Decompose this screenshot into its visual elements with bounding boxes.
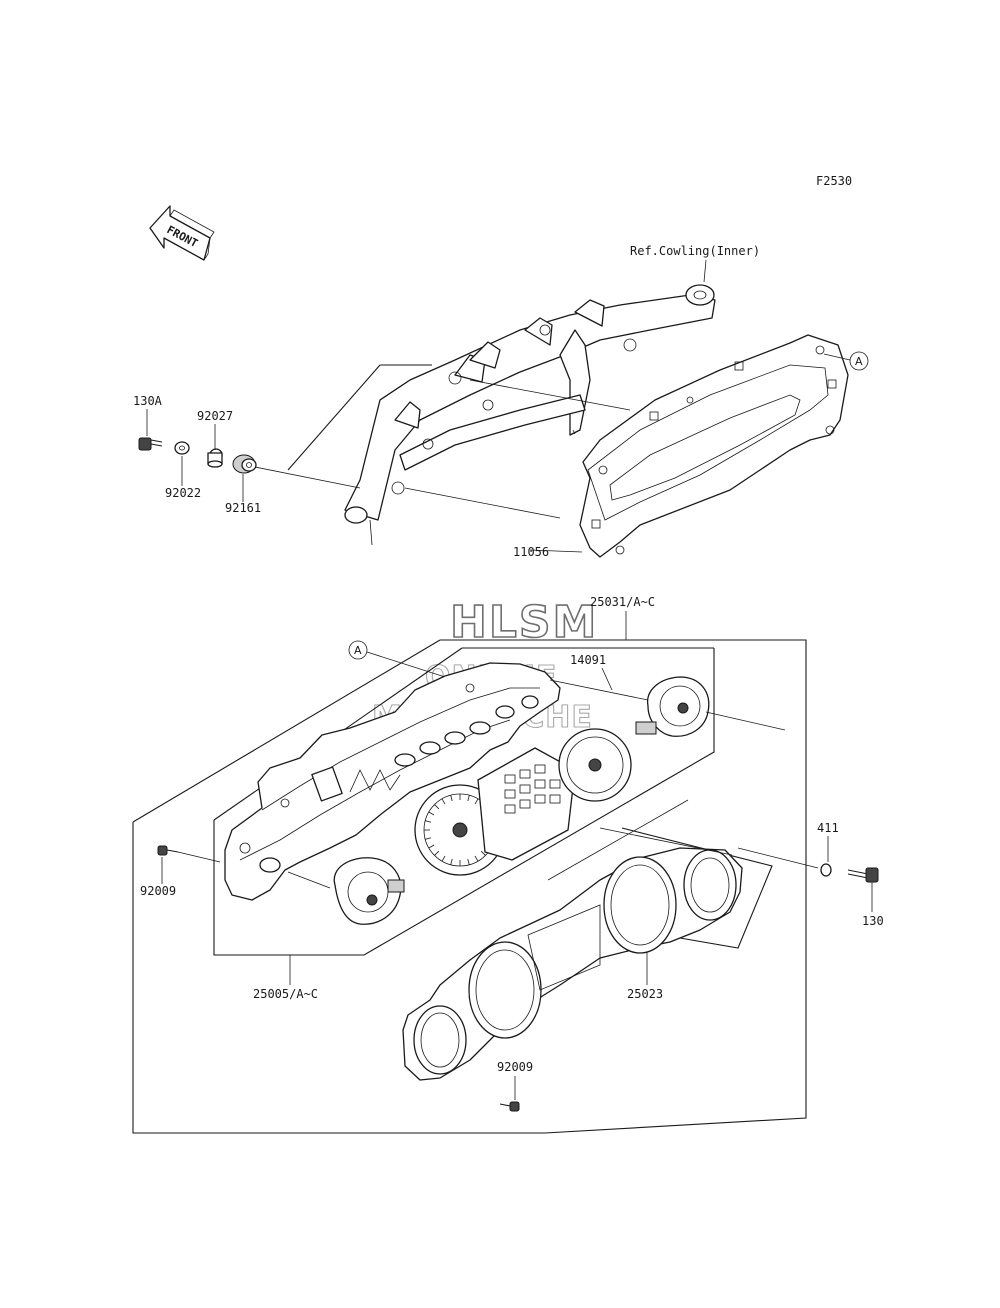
meter-bracket-panel bbox=[579, 334, 849, 558]
cowling-bracket-frame bbox=[344, 284, 716, 546]
collar-92027-icon bbox=[207, 448, 223, 468]
part-92161-label: 92161 bbox=[225, 501, 261, 515]
dial-tick bbox=[425, 837, 432, 840]
small-gauge-lower bbox=[333, 857, 405, 925]
dial-tick bbox=[474, 798, 479, 805]
front-arrow-icon: FRONT bbox=[149, 205, 215, 261]
dial-tick bbox=[441, 798, 446, 805]
part-92027-label: 92027 bbox=[197, 409, 233, 423]
meter-case bbox=[224, 662, 561, 901]
screw-92009-left-icon bbox=[157, 845, 179, 856]
gauge-14091 bbox=[635, 676, 710, 737]
dial-tick bbox=[428, 844, 435, 849]
screw-92009-bottom-icon bbox=[499, 1101, 520, 1112]
dial-tick bbox=[441, 855, 446, 862]
part-92009-bottom-label: 92009 bbox=[497, 1060, 533, 1074]
part-25023-label: 25023 bbox=[627, 987, 663, 1001]
part-11056-label: 11056 bbox=[513, 545, 549, 559]
dial-tick bbox=[480, 850, 486, 856]
part-92009-left-label: 92009 bbox=[140, 884, 176, 898]
lcd-grid bbox=[504, 764, 561, 814]
washer-92022-icon bbox=[174, 441, 190, 455]
dial-tick bbox=[434, 850, 440, 856]
part-130a-label: 130A bbox=[133, 394, 163, 408]
dial-tick bbox=[467, 858, 470, 865]
bolt-130a-icon bbox=[138, 437, 163, 451]
part-411-label: 411 bbox=[817, 821, 839, 835]
part-130-label: 130 bbox=[862, 914, 884, 928]
figure-code: F2530 bbox=[816, 174, 852, 188]
bolt-130-icon bbox=[847, 867, 879, 883]
part-92022-label: 92022 bbox=[165, 486, 201, 500]
callout-a-lower-label: A bbox=[354, 644, 362, 657]
dial-tick bbox=[428, 811, 435, 816]
dial-tick bbox=[474, 855, 479, 862]
dial-tick bbox=[450, 858, 453, 865]
meter-faces bbox=[414, 728, 632, 876]
washer-411-icon bbox=[820, 863, 832, 877]
callout-a-upper-label: A bbox=[855, 355, 863, 368]
grommet-92161-icon bbox=[232, 454, 257, 474]
dial-tick bbox=[467, 795, 470, 802]
dial-tick bbox=[425, 820, 432, 823]
part-14091-label: 14091 bbox=[570, 653, 606, 667]
meter-cover-25023 bbox=[402, 847, 743, 1081]
part-25005-label: 25005/A~C bbox=[253, 987, 318, 1001]
dial-tick bbox=[434, 804, 440, 810]
reference-label: Ref.Cowling(Inner) bbox=[630, 244, 760, 258]
dial-tick bbox=[450, 795, 453, 802]
callout-a-upper: A bbox=[823, 351, 869, 371]
part-25031-label: 25031/A~C bbox=[590, 595, 655, 609]
